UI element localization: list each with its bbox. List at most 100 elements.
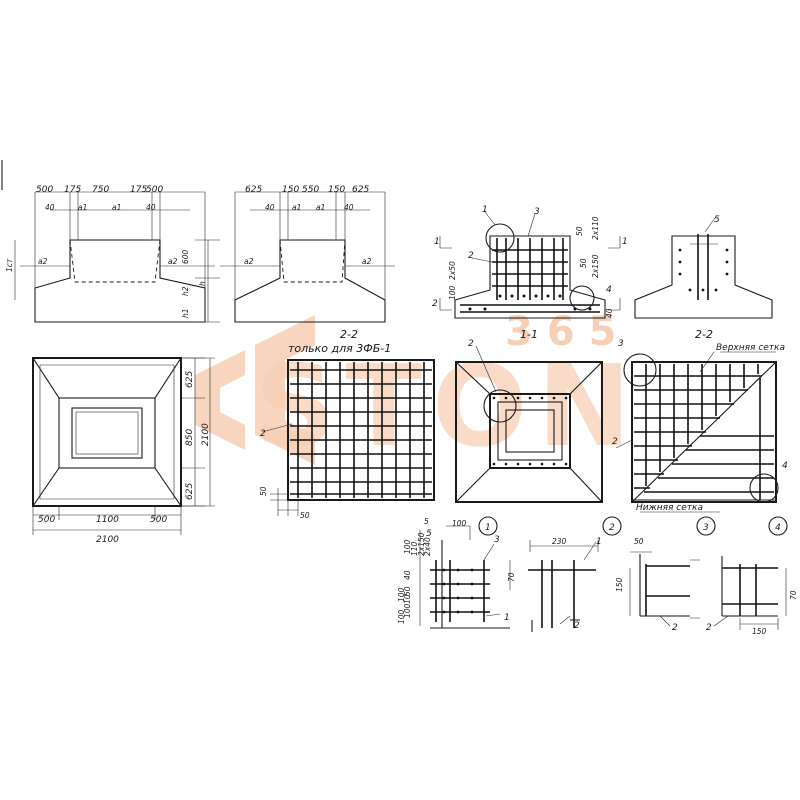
marker-label: 2 xyxy=(574,621,580,631)
dim-label: 100 xyxy=(448,285,457,300)
dim-label: 40 xyxy=(403,570,412,580)
dim-label: 40 xyxy=(265,203,275,212)
dim-label: a2 xyxy=(244,257,254,266)
mesh-section-2-2: 2-2 только для 3ФБ-1 2 50 50 xyxy=(259,328,435,520)
dim-label: 2х50 xyxy=(448,261,457,280)
elevation-view-rebar-2: 5 xyxy=(634,215,773,319)
marker-label: 1 xyxy=(434,237,440,247)
dim-label: 500 xyxy=(36,185,53,195)
dim-label: 230 xyxy=(552,537,567,546)
dim-label: 150 xyxy=(615,577,624,592)
dim-label: 50 xyxy=(579,258,588,268)
marker-label: 2 xyxy=(672,623,678,633)
detail-2: 230 70 1 2 xyxy=(507,537,602,632)
marker-label: 4 xyxy=(782,461,788,471)
dim-label: 175 xyxy=(130,185,147,195)
dim-label: 850 xyxy=(185,429,195,446)
marker-label: 3 xyxy=(618,339,624,349)
marker-label: 2 xyxy=(468,251,474,261)
section-title: 1-1 xyxy=(520,328,538,341)
watermark-logo-icon xyxy=(195,315,315,465)
detail-number: 2 xyxy=(609,523,615,533)
section-subtitle: только для 3ФБ-1 xyxy=(288,342,391,355)
marker-label: 2 xyxy=(468,339,474,349)
rebar-dots xyxy=(492,396,568,466)
marker-label: 4 xyxy=(606,285,612,295)
lower-mesh xyxy=(644,378,774,500)
dim-label: 50 xyxy=(259,486,268,496)
dim-label: 625 xyxy=(245,185,262,195)
marker-label: 2 xyxy=(260,429,266,439)
detail-3: 50 150 2 xyxy=(615,537,700,633)
dim-label: 100 xyxy=(397,609,406,624)
elevation-view-2: 625 150 550 150 625 40 a1 a1 40 a2 a2 xyxy=(220,185,395,323)
marker-label: 2 xyxy=(432,299,438,309)
detail-4: 150 70 2 xyxy=(706,556,798,636)
marker-label: 2 xyxy=(706,623,712,633)
dim-label: a1 xyxy=(292,203,301,212)
detail-number: 4 xyxy=(775,523,781,533)
dim-label: h2 xyxy=(181,286,190,296)
marker-label: 5 xyxy=(426,529,432,539)
detail-callout-circle xyxy=(485,223,515,253)
dim-label: 625 xyxy=(185,371,195,388)
dim-label: 40 xyxy=(344,203,354,212)
dim-label: a1 xyxy=(112,203,121,212)
dim-label: 1ст xyxy=(5,258,14,272)
dim-label: 2100 xyxy=(201,423,211,446)
dim-label: 50 xyxy=(575,226,584,236)
marker-label: 5 xyxy=(714,215,720,225)
marker-label: 2 xyxy=(612,437,618,447)
dim-label: a1 xyxy=(78,203,87,212)
detail-number: 1 xyxy=(485,523,491,533)
upper-mesh xyxy=(634,364,762,489)
mesh-label-top: Верхняя сетка xyxy=(716,343,785,353)
dim-label: 50 xyxy=(403,586,412,596)
dim-label: 70 xyxy=(789,590,798,600)
watermark: 365 STON xyxy=(195,309,641,472)
marker-label: 1 xyxy=(622,237,628,247)
dim-label: 500 xyxy=(38,515,55,525)
dim-label: 625 xyxy=(352,185,369,195)
section-1-1-plan: 1-1 2 xyxy=(455,328,603,503)
dim-label: 40 xyxy=(605,308,614,318)
dim-label: 50 xyxy=(300,511,310,520)
dim-label: 5 xyxy=(424,517,429,526)
detail-callout-circle xyxy=(623,353,657,387)
marker-label: 3 xyxy=(494,535,500,545)
section-title: 2-2 xyxy=(695,328,713,341)
dim-label: 2х40 xyxy=(423,537,432,556)
mesh-section-2-2-split: 2-2 Верхняя сетка Нижняя сетка 3 2 4 xyxy=(612,328,788,513)
dim-label: 750 xyxy=(92,185,109,195)
dim-label: 2х150 xyxy=(591,254,600,278)
dim-label: 150 xyxy=(282,185,299,195)
watermark-number: 365 xyxy=(505,309,631,355)
dim-label: 70 xyxy=(507,572,516,582)
elevation-view-1: 500 175 750 175 500 40 a1 a1 40 a2 a2 1с… xyxy=(5,185,220,323)
dim-label: 110 xyxy=(410,541,419,556)
marker-label: 1 xyxy=(504,613,510,623)
dim-label: h1 xyxy=(181,308,190,318)
dim-label: 50 xyxy=(634,537,644,546)
dim-label: 100 xyxy=(397,587,406,602)
dim-label: 1100 xyxy=(96,515,119,525)
dim-label: 10 xyxy=(403,594,412,604)
dim-label: 2100 xyxy=(96,535,119,545)
dim-label: 2х150 xyxy=(417,532,426,556)
detail-callout-circle xyxy=(749,473,779,503)
section-title: 2-2 xyxy=(340,328,358,341)
section-rebar-elevation: 1 3 1 1 2 4 2 50 2х110 50 2х150 40 100 2… xyxy=(432,205,628,319)
dim-label: 500 xyxy=(150,515,167,525)
dim-label: h xyxy=(198,281,207,286)
dim-label: 2х110 xyxy=(591,216,600,240)
dim-label: 550 xyxy=(302,185,319,195)
dim-label: 150 xyxy=(328,185,345,195)
dim-label: 600 xyxy=(181,249,190,264)
dim-label: a2 xyxy=(38,257,48,266)
dim-label: 40 xyxy=(45,203,55,212)
detail-callout-circle xyxy=(569,285,595,311)
watermark-brand: STON xyxy=(255,342,641,472)
dim-label: a2 xyxy=(362,257,372,266)
marker-label: 3 xyxy=(534,207,540,217)
